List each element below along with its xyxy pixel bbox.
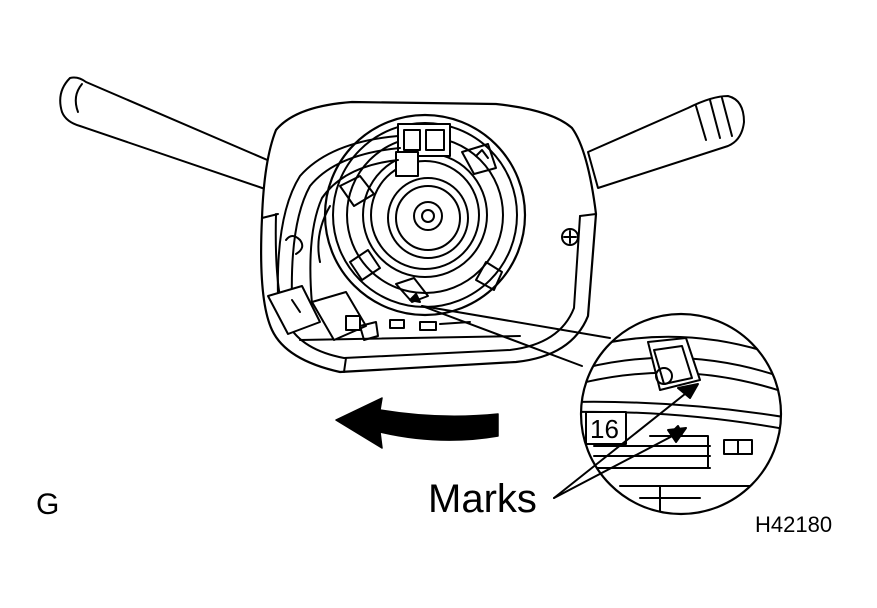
inset-number-box <box>586 412 626 444</box>
right-switch-lever <box>588 96 744 188</box>
inset-detail-circle <box>570 314 790 514</box>
wire-harness <box>278 136 400 304</box>
figure-code-label: H42180 <box>755 512 833 537</box>
curved-arrow-left-icon <box>336 398 498 448</box>
top-connector <box>396 124 450 176</box>
marks-label: Marks <box>428 477 537 521</box>
inset-number-label: 16 <box>590 414 619 444</box>
left-switch-lever <box>60 78 272 191</box>
marks-pointer-lines <box>554 384 698 498</box>
lower-connectors <box>268 286 378 340</box>
inset-leader-lines <box>422 306 610 366</box>
view-letter-label: G <box>36 488 60 521</box>
screw-head-icon <box>562 229 578 245</box>
